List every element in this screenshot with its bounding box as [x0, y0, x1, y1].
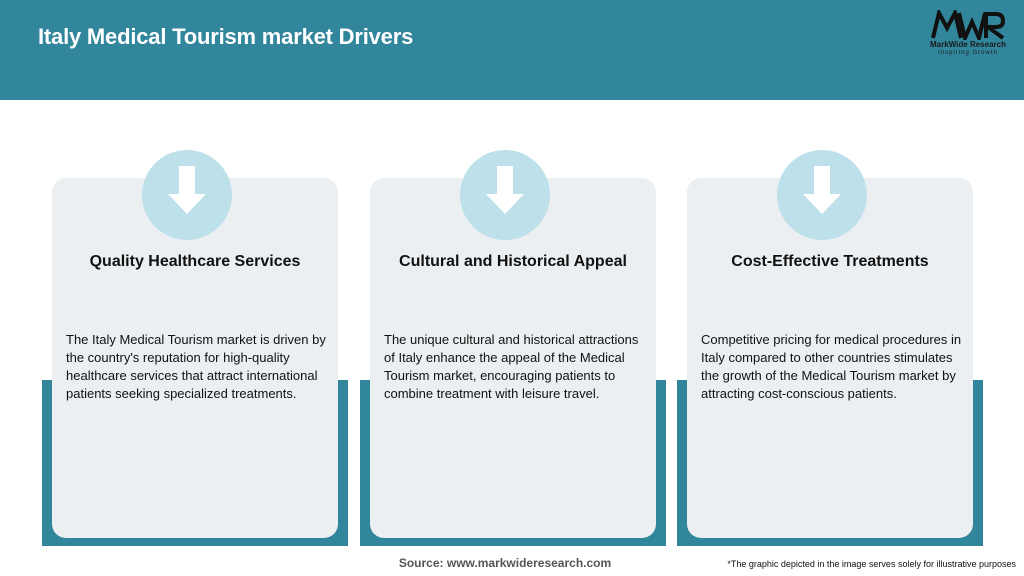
down-arrow-icon [486, 166, 524, 214]
card-title: Quality Healthcare Services [89, 253, 301, 270]
mwr-logo-mark [931, 10, 1006, 40]
driver-card-2: Cultural and Historical Appeal The uniqu… [360, 150, 666, 550]
header-banner: Italy Medical Tourism market Drivers Mar… [0, 0, 1024, 100]
card-title: Cultural and Historical Appeal [399, 253, 627, 270]
icon-circle [142, 150, 232, 240]
source-link[interactable]: Source: www.markwideresearch.com [398, 556, 612, 570]
driver-card-1: Quality Healthcare Services The Italy Me… [42, 150, 348, 550]
down-arrow-icon [803, 166, 841, 214]
disclaimer-note: *The graphic depicted in the image serve… [727, 559, 1016, 569]
down-arrow-icon [168, 166, 206, 214]
page-title: Italy Medical Tourism market Drivers [38, 24, 414, 49]
card-title: Cost-Effective Treatments [731, 253, 929, 270]
card-description: The unique cultural and historical attra… [384, 332, 639, 401]
markwide-logo: MarkWide Research Inspiring Growth [922, 10, 1014, 60]
card-description: The Italy Medical Tourism market is driv… [66, 332, 326, 401]
icon-circle [777, 150, 867, 240]
logo-company-name: MarkWide Research [930, 40, 1006, 49]
logo-tagline: Inspiring Growth [938, 50, 998, 56]
icon-circle [460, 150, 550, 240]
driver-card-3: Cost-Effective Treatments Competitive pr… [677, 150, 983, 550]
card-description: Competitive pricing for medical procedur… [701, 332, 962, 401]
